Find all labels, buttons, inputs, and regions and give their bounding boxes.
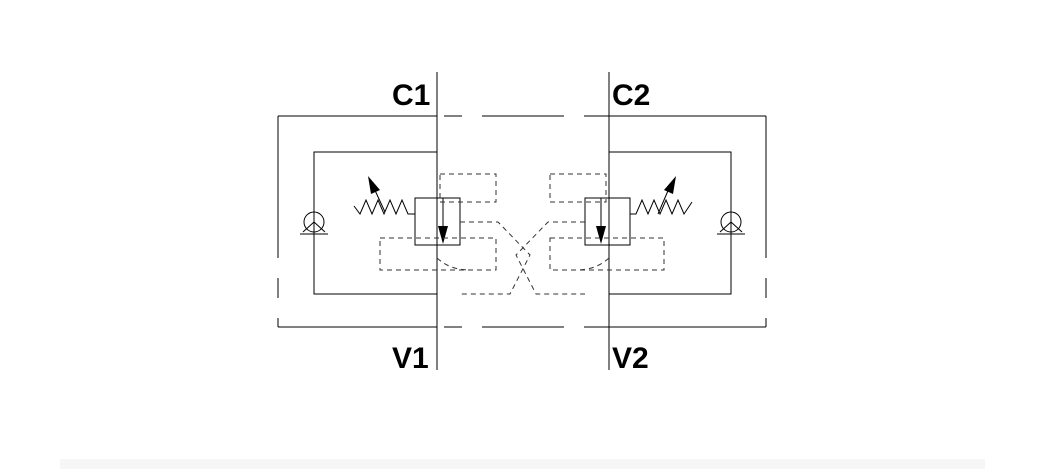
port-label-v2: V2 [612, 342, 649, 375]
left-adjustable-spring-icon [353, 176, 415, 216]
port-label-c2: C2 [612, 79, 650, 112]
outer-body-boundary [277, 115, 767, 328]
left-check-valve-icon [300, 211, 328, 235]
left-bypass-loop [313, 151, 437, 295]
page-footer-strip [60, 459, 985, 469]
right-bypass-loop [609, 151, 732, 295]
right-check-valve-icon [717, 211, 745, 235]
right-pilot-lines [515, 173, 665, 295]
right-adjustable-spring-icon [630, 176, 693, 216]
left-pilot-lines [379, 173, 531, 295]
port-label-c1: C1 [392, 79, 430, 112]
port-label-v1: V1 [392, 342, 429, 375]
